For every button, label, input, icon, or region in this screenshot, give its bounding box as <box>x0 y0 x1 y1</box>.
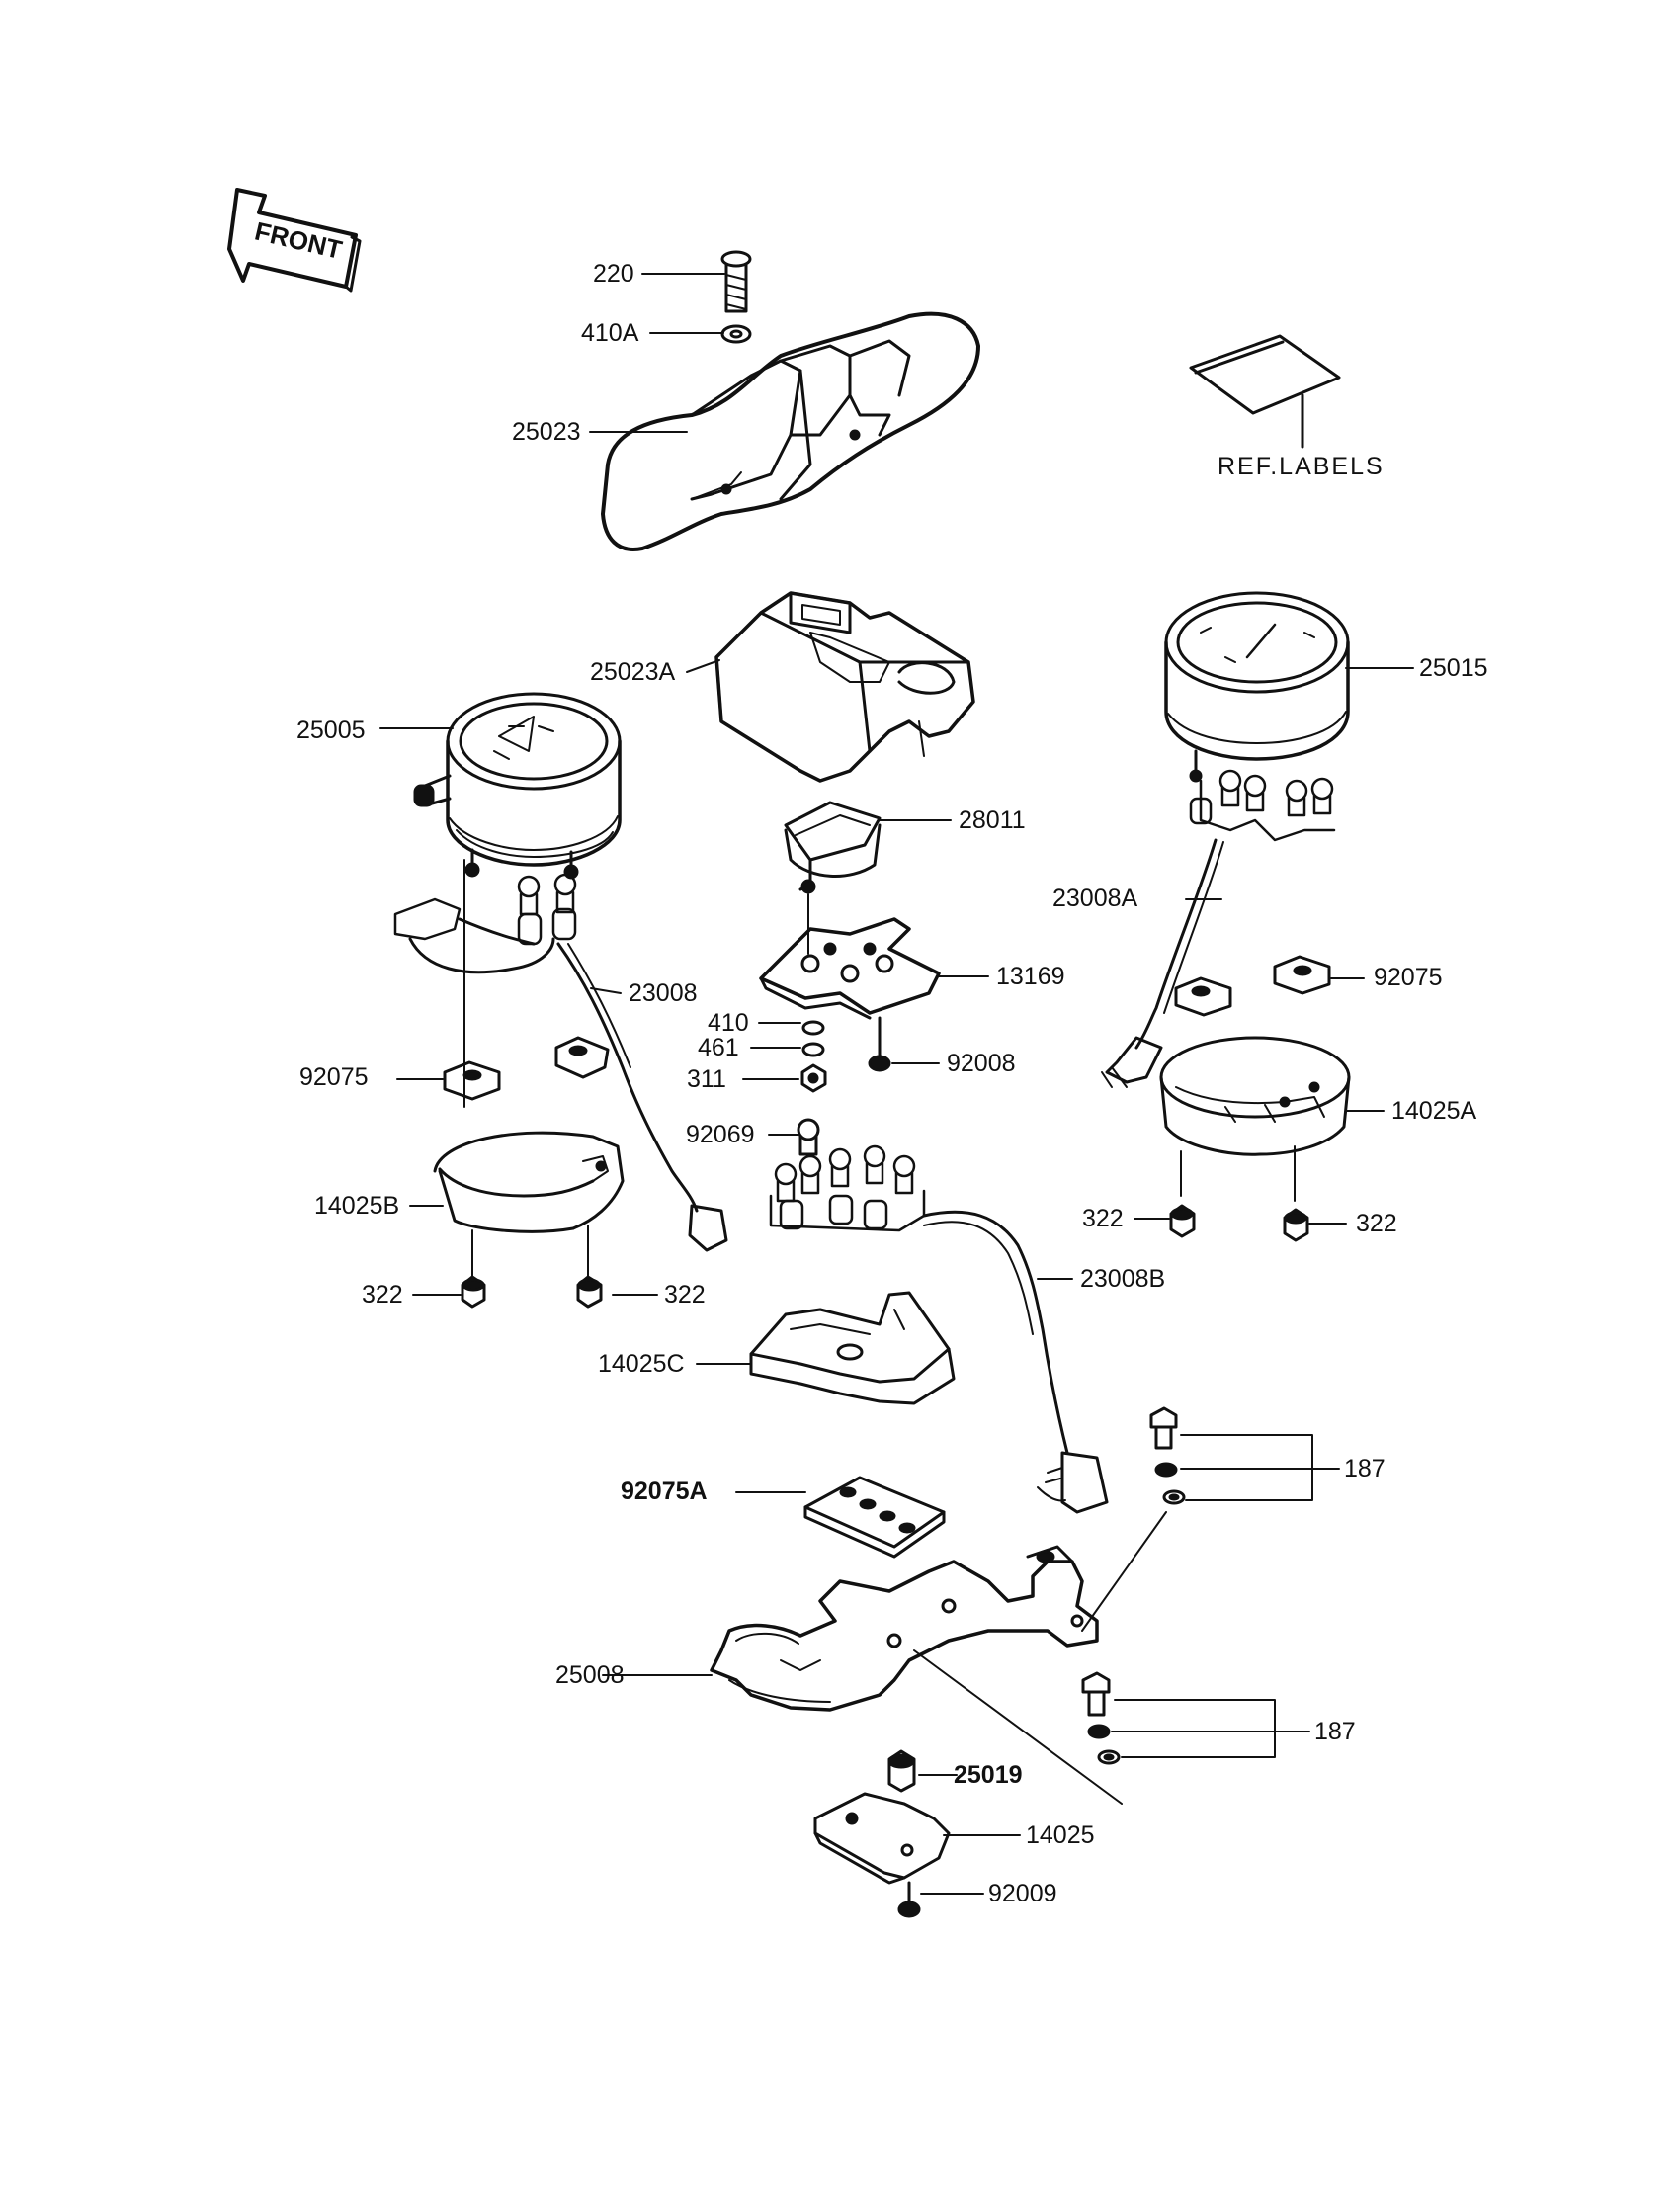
meter-cover-25023 <box>601 311 980 551</box>
label-23008a: 23008A <box>1052 885 1138 912</box>
rubber-pad-92075a <box>803 1476 946 1559</box>
label-220: 220 <box>593 260 634 288</box>
front-arrow-icon: FRONT <box>227 188 362 293</box>
tachometer-25005 <box>413 692 622 880</box>
label-187-bottom: 187 <box>1314 1718 1356 1745</box>
label-23008b: 23008B <box>1080 1265 1166 1293</box>
label-410a: 410A <box>581 319 639 347</box>
label-25015: 25015 <box>1419 654 1488 682</box>
rubber-block-92075-left <box>443 1060 501 1101</box>
meter-housing-14025c <box>749 1291 956 1405</box>
label-187-top: 187 <box>1344 1455 1386 1482</box>
center-console-25023a <box>714 591 975 783</box>
label-322-right-a: 322 <box>1082 1205 1124 1232</box>
rubber-block-92075-right <box>1174 955 1331 1017</box>
label-92075-left: 92075 <box>299 1063 369 1091</box>
meter-case-14025a <box>1159 1036 1351 1202</box>
label-14025a: 14025A <box>1391 1097 1477 1125</box>
wire-harness-23008 <box>393 859 728 1252</box>
label-92009: 92009 <box>988 1880 1057 1907</box>
meter-case-14025b <box>433 1131 625 1286</box>
label-311: 311 <box>687 1065 726 1093</box>
screw-220 <box>720 250 752 313</box>
meter-bracket-25008 <box>710 1511 1167 1805</box>
rubber-block-92075-center <box>554 1036 610 1079</box>
label-92075a: 92075A <box>621 1478 708 1505</box>
label-ref-labels: REF.LABELS <box>1218 453 1385 480</box>
label-14025: 14025 <box>1026 1821 1095 1849</box>
label-322-left-b: 322 <box>664 1281 706 1309</box>
speedometer-25015 <box>1164 591 1350 783</box>
wire-harness-23008b <box>769 1144 1109 1514</box>
label-92008: 92008 <box>947 1050 1016 1077</box>
screw-92009 <box>897 1881 921 1918</box>
label-322-right-b: 322 <box>1356 1210 1397 1237</box>
washer-461 <box>801 1042 825 1057</box>
bolt-set-187-top <box>1149 1406 1186 1505</box>
label-25023: 25023 <box>512 418 581 446</box>
nut-311 <box>800 1063 827 1093</box>
label-14025b: 14025B <box>314 1192 400 1220</box>
label-28011: 28011 <box>959 806 1026 834</box>
nut-322-group <box>461 1204 1309 1309</box>
bulb-92069 <box>797 1118 820 1156</box>
label-92069: 92069 <box>686 1121 755 1148</box>
label-23008: 23008 <box>629 979 698 1007</box>
label-13169: 13169 <box>996 963 1065 990</box>
label-14025c: 14025C <box>598 1350 685 1378</box>
washer-410 <box>801 1020 825 1036</box>
leader-lines <box>379 273 1414 1895</box>
wire-harness-23008a <box>1101 769 1336 1088</box>
label-322-left-a: 322 <box>362 1281 403 1309</box>
label-25019: 25019 <box>954 1761 1023 1789</box>
plate-14025 <box>813 1792 951 1885</box>
bracket-13169 <box>759 893 941 1020</box>
screw-92008 <box>868 1016 891 1072</box>
part-28011 <box>784 801 882 894</box>
label-461: 461 <box>698 1034 739 1061</box>
washer-410a <box>720 324 752 344</box>
label-410: 410 <box>708 1009 749 1037</box>
ref-label-sheet <box>1189 334 1341 449</box>
bolt-set-187-bottom <box>1081 1671 1121 1765</box>
grommet-25019 <box>887 1749 916 1793</box>
label-25023a: 25023A <box>590 658 676 686</box>
label-92075-right: 92075 <box>1374 964 1443 991</box>
label-25005: 25005 <box>296 717 366 744</box>
label-25008: 25008 <box>555 1661 625 1689</box>
